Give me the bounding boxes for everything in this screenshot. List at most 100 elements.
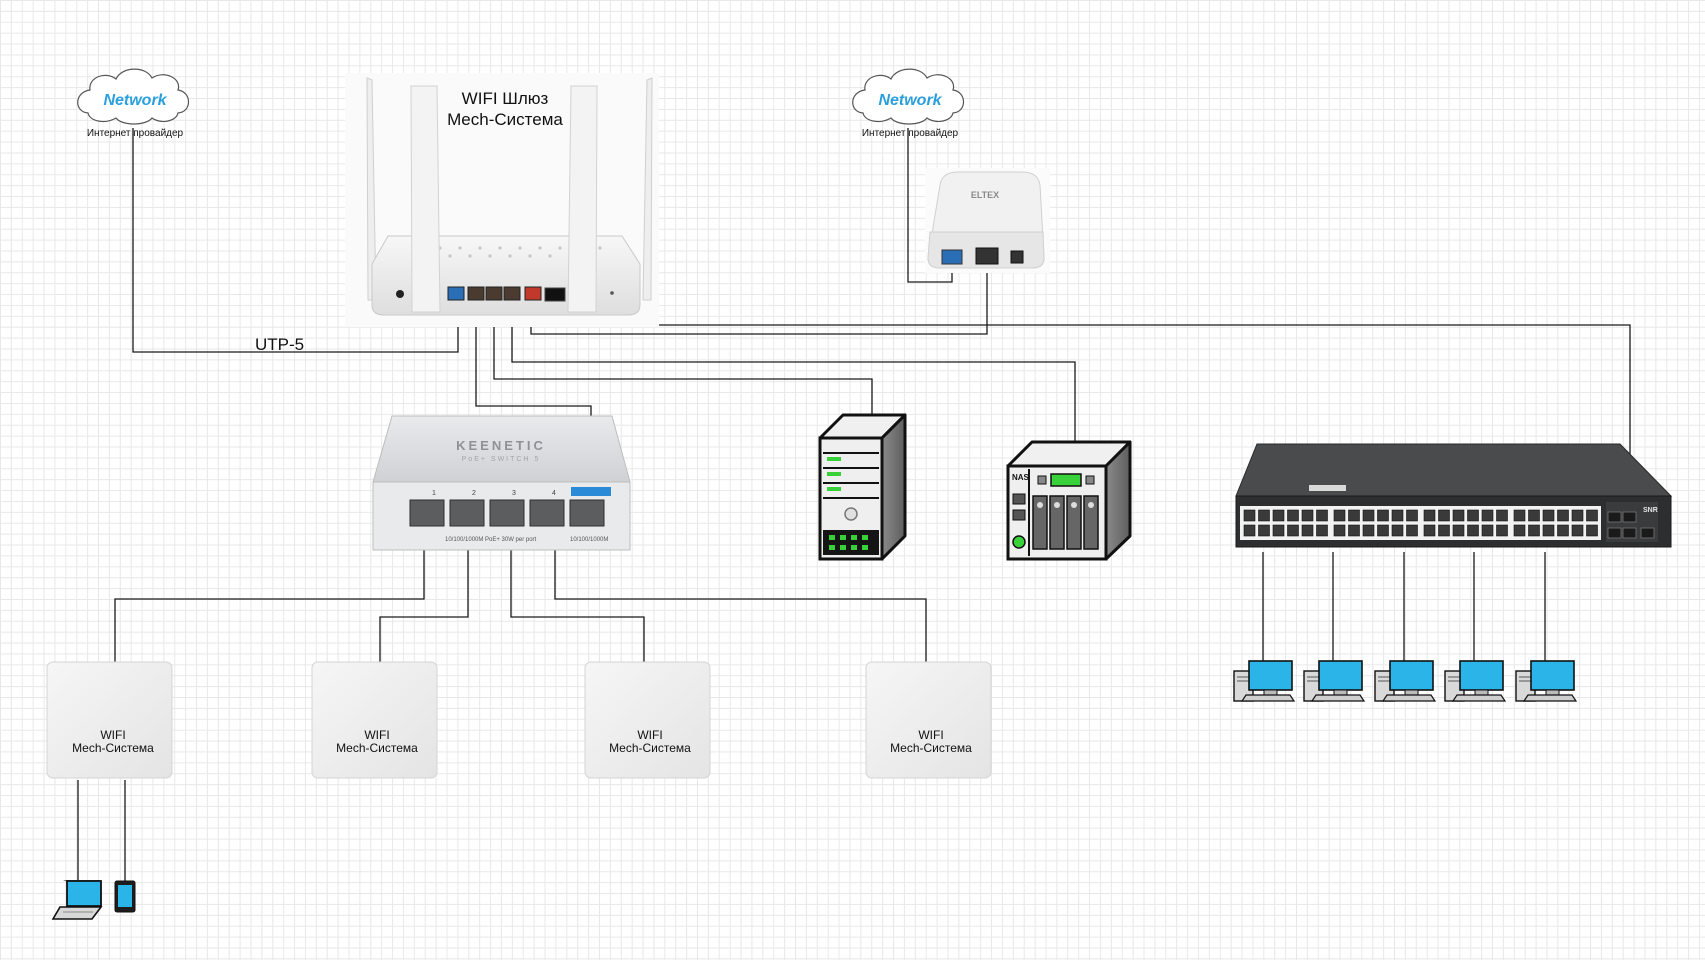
- drive-bay: [1083, 495, 1099, 550]
- lan-port: [975, 247, 999, 265]
- uplink-badge: [571, 487, 611, 496]
- lan-port: [1438, 509, 1450, 522]
- lan-port: [1377, 509, 1389, 522]
- lan-port: [1423, 509, 1436, 522]
- access-point-1: WIFI Mech-Система: [46, 661, 173, 779]
- nas-display: [1050, 473, 1082, 487]
- ap-label-line1: WIFI: [364, 728, 389, 742]
- lan-port: [1258, 509, 1270, 522]
- lan-port: [1423, 524, 1436, 537]
- ap-label-line1: WIFI: [637, 728, 662, 742]
- switch-icon: KEENETIC PoE+ SWITCH 5 1 2 3 4 10/100/10…: [372, 415, 631, 551]
- access-point-3: WIFI Mech-Система: [584, 661, 711, 779]
- access-point-icon: [46, 661, 173, 779]
- access-point-2: WIFI Mech-Система: [311, 661, 438, 779]
- lan-port: [1272, 524, 1285, 537]
- lan-port: [1348, 524, 1360, 537]
- server: [818, 413, 907, 561]
- lan-port: [1391, 509, 1404, 522]
- cloud-title: Network: [878, 92, 942, 109]
- lan-port: [1557, 509, 1569, 522]
- ap-label-line2: Mech-Система: [336, 741, 418, 755]
- ap-label-line1: WIFI: [100, 728, 125, 742]
- desktop-pc-icon: [1444, 660, 1507, 702]
- lan-port: [1571, 524, 1584, 537]
- lan-port: [1287, 524, 1299, 537]
- lan-port: [1513, 509, 1526, 522]
- cable-poe-ap2: [379, 535, 469, 669]
- desktop-pcs: [1233, 660, 1578, 702]
- cloud-title: Network: [103, 92, 167, 109]
- ap-label-line2: Mech-Система: [72, 741, 154, 755]
- laptop-icon: [51, 880, 103, 920]
- lan-port: [503, 286, 521, 301]
- lan-port: [1542, 509, 1555, 522]
- lan-port: [1586, 509, 1598, 522]
- lan-port: [1272, 509, 1285, 522]
- lan-port: [1513, 524, 1526, 537]
- desktop-pc-icon: [1233, 660, 1296, 702]
- access-point-icon: [865, 661, 992, 779]
- sfp-port: [524, 286, 542, 301]
- ont-icon: ELTEX: [927, 171, 1045, 269]
- ont-device: ELTEX: [925, 168, 1050, 273]
- lan-port: [485, 286, 503, 301]
- lan-port: [1571, 509, 1584, 522]
- core-switch-brand: SNR: [1643, 507, 1658, 514]
- lan-port: [467, 286, 485, 301]
- lan-port: [1557, 524, 1569, 537]
- lan-port: [1243, 509, 1256, 522]
- switch-model: PoE+ SWITCH 5: [462, 456, 541, 463]
- poe-switch: KEENETIC PoE+ SWITCH 5 1 2 3 4 10/100/10…: [372, 415, 631, 551]
- cable-gateway-nas: [511, 296, 1076, 455]
- lan-port: [1406, 524, 1418, 537]
- lan-port: [1243, 524, 1256, 537]
- lan-port: [1377, 524, 1389, 537]
- drive-bay: [1066, 495, 1082, 550]
- smartphone: [114, 880, 136, 913]
- port-number: 4: [552, 490, 556, 497]
- usb-port: [544, 287, 566, 302]
- isp-cloud-1: Network Интернет провайдер: [77, 68, 190, 139]
- core-switch: SNR: [1235, 443, 1673, 548]
- port-number: 1: [432, 490, 436, 497]
- router-icon: [366, 77, 653, 316]
- lan-port: [1528, 524, 1540, 537]
- switch-icon: SNR: [1235, 443, 1673, 548]
- lan-port: [1316, 509, 1328, 522]
- lan-port: [1362, 509, 1375, 522]
- isp-cloud-2: Network Интернет провайдер: [852, 68, 965, 139]
- switch-note-left: 10/100/1000M PoE+ 30W per port: [445, 537, 537, 543]
- poe-port: [489, 499, 525, 527]
- lan-port: [1528, 509, 1540, 522]
- lan-port: [1586, 524, 1598, 537]
- cable-poe-ap1: [114, 535, 425, 669]
- lan-port: [1301, 509, 1314, 522]
- gateway-title-line1: WIFI Шлюз: [462, 89, 549, 108]
- desktop-pc-icon: [1515, 660, 1578, 702]
- power-jack: [1010, 250, 1024, 264]
- lan-port: [1301, 524, 1314, 537]
- uplink-port: [569, 499, 605, 527]
- gateway-title-line2: Mech-Система: [447, 110, 563, 129]
- lan-port: [1348, 509, 1360, 522]
- port-grid: [1243, 509, 1598, 537]
- ap-label-line2: Mech-Система: [890, 741, 972, 755]
- nas: NAS: [1006, 440, 1132, 561]
- wifi-gateway: WIFI Шлюз Mech-Система: [345, 73, 659, 327]
- cable-poe-ap4: [554, 535, 927, 669]
- nas-icon: NAS: [1006, 440, 1132, 561]
- lan-port: [1333, 509, 1346, 522]
- lan-port: [1438, 524, 1450, 537]
- desktop-pc-icon: [1303, 660, 1366, 702]
- wan-port: [447, 286, 465, 301]
- lan-port: [1496, 509, 1508, 522]
- cloud-caption: Интернет провайдер: [87, 128, 184, 139]
- lan-port: [1452, 509, 1465, 522]
- ap-label-line2: Mech-Система: [609, 741, 691, 755]
- lan-port: [1316, 524, 1328, 537]
- smartphone-icon: [114, 880, 136, 913]
- drive-bay: [1032, 495, 1048, 550]
- lan-port: [1391, 524, 1404, 537]
